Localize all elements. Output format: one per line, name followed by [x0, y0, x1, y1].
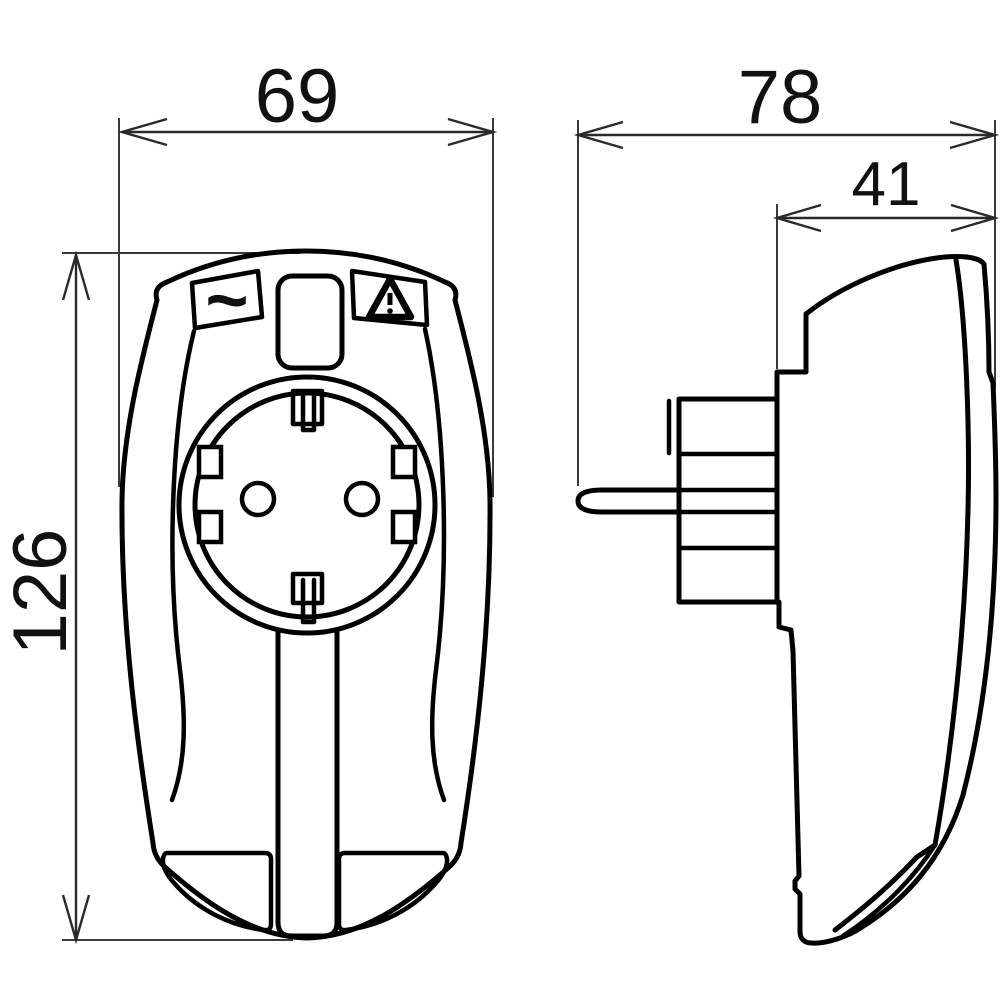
- cover-seam-edge: [840, 842, 938, 939]
- indicator-window-ac: [189, 268, 265, 331]
- dimension-front-width: 69: [117, 54, 498, 497]
- side-view: [575, 254, 999, 946]
- guide-notch-left-lower: [196, 509, 224, 545]
- center-channel: [275, 627, 340, 939]
- guide-notch-right-lower: [390, 509, 418, 545]
- housing-outline: [119, 248, 493, 941]
- plug-pin: [575, 487, 682, 515]
- pin-hole-right: [343, 480, 381, 518]
- arrowhead-left: [573, 120, 624, 150]
- bottom-panel-right: [336, 850, 450, 933]
- plug-body: [676, 396, 780, 605]
- earth-contact-top: [290, 388, 325, 433]
- socket-rim: [176, 374, 438, 636]
- earth-contact-bottom: [290, 571, 325, 625]
- socket-well: [192, 390, 422, 620]
- front-width-value: 69: [255, 54, 340, 139]
- dimension-side-body-depth: 41: [772, 150, 1000, 369]
- housing-profile: [774, 254, 999, 946]
- dimension-side-total-depth: 78: [573, 55, 1000, 486]
- arrowhead-left: [117, 117, 168, 147]
- arrowhead-bottom: [61, 894, 91, 945]
- side-body-depth-value: 41: [852, 150, 921, 219]
- right-flank-seam: [422, 326, 447, 803]
- dimension-front-height: 126: [0, 250, 300, 945]
- indicator-window-warning: [349, 268, 430, 328]
- cover-seam: [832, 257, 971, 933]
- guide-notch-right-upper: [390, 444, 418, 480]
- arrowhead-right: [950, 203, 1000, 233]
- left-flank-seam: [169, 328, 197, 803]
- arrowhead-top: [61, 250, 91, 301]
- warning-triangle-icon: [365, 275, 415, 321]
- ac-symbol: ~: [205, 258, 248, 341]
- bottom-panel-left: [160, 850, 274, 933]
- arrowhead-right: [949, 120, 1000, 150]
- arrowhead-left: [772, 203, 822, 233]
- center-button: [275, 273, 345, 371]
- front-height-value: 126: [0, 529, 83, 656]
- side-total-depth-value: 78: [738, 55, 823, 140]
- pin-hole-left: [239, 480, 277, 518]
- guide-notch-left-upper: [196, 444, 224, 480]
- front-view: ~: [119, 248, 493, 941]
- arrowhead-right: [447, 117, 498, 147]
